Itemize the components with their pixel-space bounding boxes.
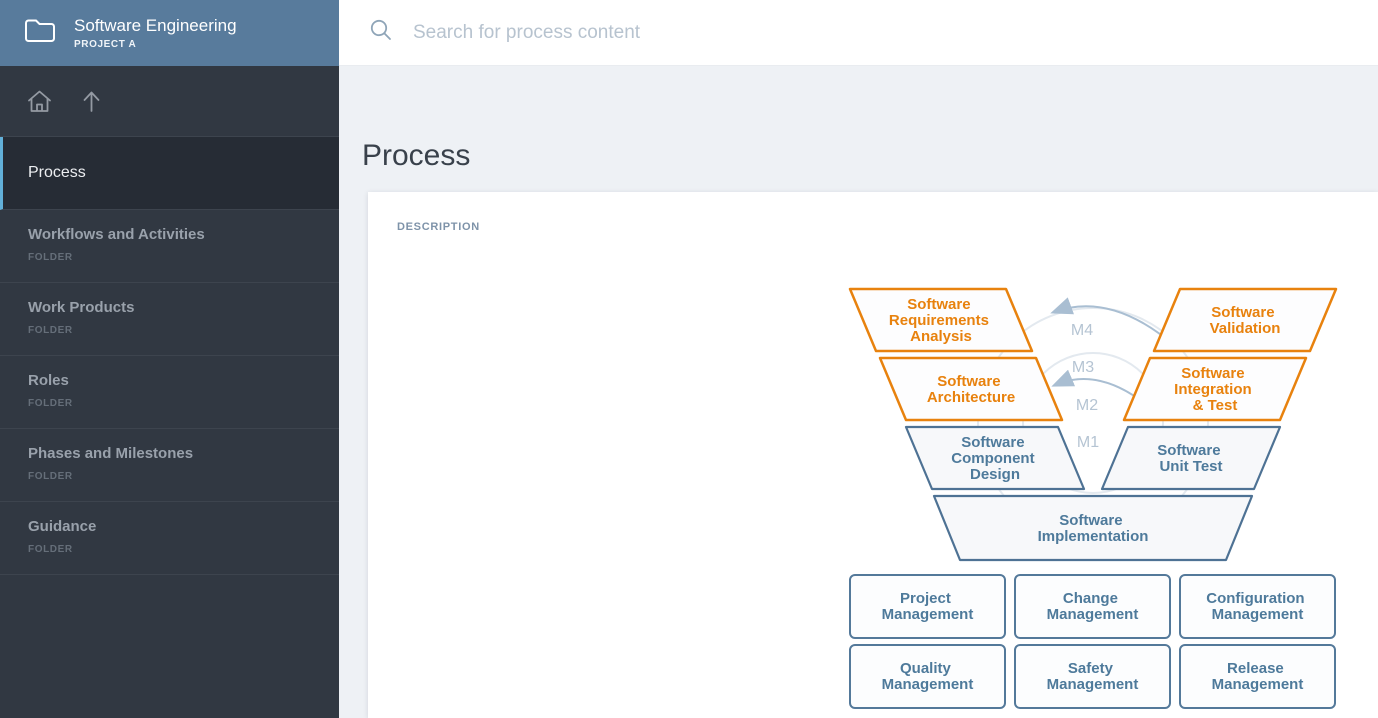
box-configuration-management: Configuration Management [1179,574,1336,639]
svg-text:Software Architectur: Software Architecture [927,373,1015,406]
shape-software-requirements-analysis: Software Requirements Analysis [848,287,1034,353]
v-model-diagram: M4 M3 M2 M1 Software Requirements Analys… [848,287,1338,709]
search-bar [339,0,1378,66]
search-icon [369,18,394,48]
project-header[interactable]: Software Engineering PROJECT A [0,0,339,66]
project-title: Software Engineering [74,16,237,35]
shape-software-validation: Software Validation [1152,287,1338,353]
milestone-m2: M2 [1076,397,1098,414]
sidebar-item-label: Phases and Milestones [28,445,194,462]
box-safety-management: Safety Management [1014,644,1171,709]
sidebar-item-label: Workflows and Activities [28,226,205,243]
project-subtitle: PROJECT A [74,39,137,50]
sidebar-nav [0,66,339,137]
sidebar-item-label: Guidance [28,518,97,535]
sidebar-item-type: FOLDER [28,471,73,482]
home-icon[interactable] [24,86,54,116]
svg-text:Change Management: Change Management [1047,590,1139,623]
box-change-management: Change Management [1014,574,1171,639]
svg-text:Software Implementat: Software Implementation [1038,512,1149,545]
background-circle-inner [1022,352,1164,494]
sidebar-item-work-products[interactable]: Work Products FOLDER [0,283,339,356]
shape-software-unit-test: Software Unit Test [1100,425,1282,491]
sidebar-item-type: FOLDER [28,252,73,263]
main-area: Process DESCRIPTION M4 M3 M2 M1 [339,0,1378,718]
description-card: DESCRIPTION M4 M3 M2 M1 Software [368,192,1378,718]
description-section-label: DESCRIPTION [397,221,480,233]
sidebar-item-type: FOLDER [28,325,73,336]
sidebar-item-phases-and-milestones[interactable]: Phases and Milestones FOLDER [0,429,339,502]
milestone-m4: M4 [1071,322,1093,339]
svg-text:Configuration Manage: Configuration Management [1206,590,1309,623]
page-title: Process [362,139,471,172]
sidebar-item-workflows-and-activities[interactable]: Workflows and Activities FOLDER [0,210,339,283]
sidebar-item-type: FOLDER [28,544,73,555]
box-project-management: Project Management [849,574,1006,639]
sidebar-item-type: FOLDER [28,398,73,409]
sidebar-item-roles[interactable]: Roles FOLDER [0,356,339,429]
up-arrow-icon[interactable] [76,86,106,116]
svg-text:Software Integration: Software Integration & Test [1174,365,1256,414]
search-input[interactable] [411,20,1378,45]
svg-text:Project Management: Project Management [882,590,974,623]
shape-software-integration-and-test: Software Integration & Test [1122,356,1308,422]
shape-software-implementation: Software Implementation [932,494,1254,562]
folder-icon [23,17,56,49]
shape-software-architecture: Software Architecture [878,356,1064,422]
svg-text:Safety Management: Safety Management [1047,660,1139,693]
svg-text:Software Requirement: Software Requirements Analysis [889,296,993,345]
svg-text:Software Unit Test: Software Unit Test [1157,442,1225,475]
milestone-m1: M1 [1077,434,1099,451]
svg-text:Release Management: Release Management [1212,660,1304,693]
sidebar: Software Engineering PROJECT A Process W… [0,0,339,718]
sidebar-item-label: Roles [28,372,69,389]
sidebar-item-label: Process [28,164,86,181]
sidebar-item-label: Work Products [28,299,135,316]
box-release-management: Release Management [1179,644,1336,709]
milestone-m3: M3 [1072,359,1094,376]
svg-text:Quality Management: Quality Management [882,660,974,693]
sidebar-item-process[interactable]: Process [0,137,339,210]
sidebar-item-guidance[interactable]: Guidance FOLDER [0,502,339,575]
box-quality-management: Quality Management [849,644,1006,709]
svg-text:Software Validation: Software Validation [1210,304,1281,337]
svg-text:Software Component: Software Component Design [951,434,1039,483]
shape-software-component-design: Software Component Design [904,425,1086,491]
